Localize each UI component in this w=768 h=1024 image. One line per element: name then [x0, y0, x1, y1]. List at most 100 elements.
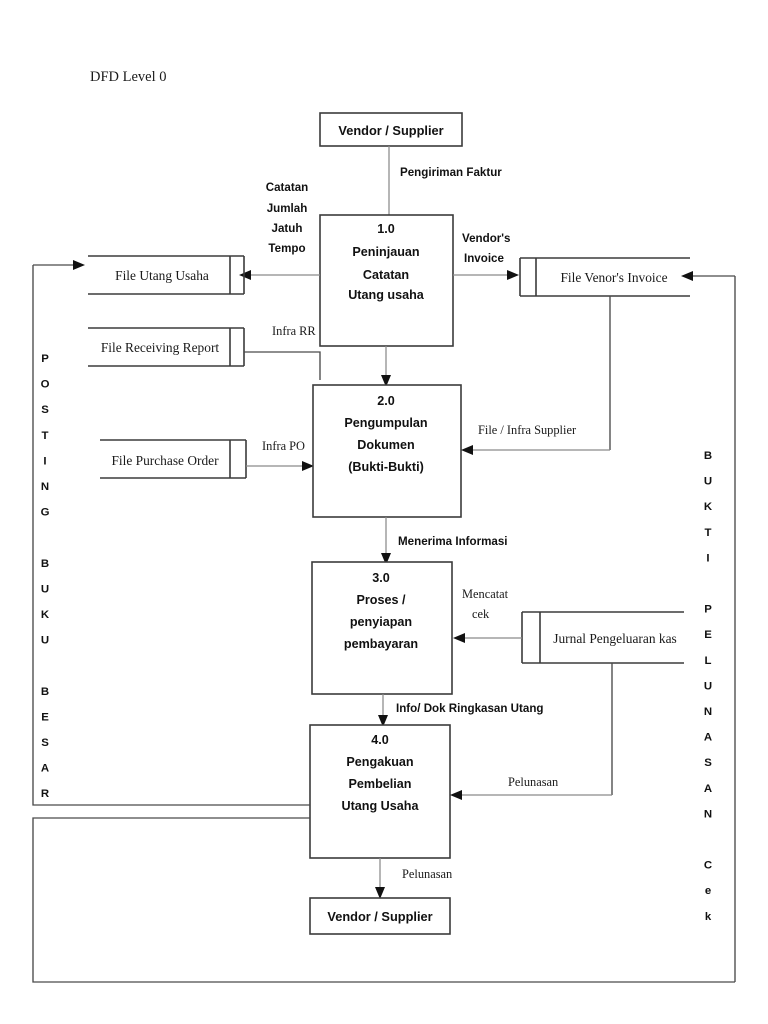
- flow-pelunasan-right-arrow: [450, 790, 462, 800]
- posting-buku-besar-char-2: S: [41, 404, 49, 416]
- bukti-pelunasan-cek-char-0: B: [704, 450, 712, 462]
- bukti-pelunasan-cek-char-13: A: [704, 783, 712, 795]
- posting-buku-besar-char-13: B: [41, 686, 49, 698]
- process-2-number: 2.0: [377, 394, 395, 408]
- bukti-pelunasan-cek-char-18: k: [705, 911, 712, 923]
- process-3-line-3: penyiapan: [350, 615, 412, 629]
- posting-buku-besar-char-9: U: [41, 583, 49, 595]
- posting-buku-besar-char-17: R: [41, 788, 49, 800]
- store-venors-invoice-label: File Venor's Invoice: [560, 270, 667, 285]
- store-purchase-order-label: File Purchase Order: [111, 453, 219, 468]
- flow-label-infra-rr: Infra RR: [272, 324, 316, 338]
- process-3-box: [311, 561, 453, 695]
- bukti-pelunasan-cek-char-16: C: [704, 860, 712, 872]
- flow-file-infra-supplier-arrow: [461, 445, 473, 455]
- process-3-line-2: Proses /: [356, 593, 406, 607]
- process-4-line-2: Pengakuan: [346, 755, 413, 769]
- flow-label-file-infra-supplier: File / Infra Supplier: [478, 423, 577, 437]
- loop-bottom-line: [32, 817, 735, 983]
- flow-label-menerima-informasi: Menerima Informasi: [398, 535, 508, 548]
- process-3-number: 3.0: [372, 571, 390, 585]
- flow-infra-rr-line: [244, 351, 321, 380]
- loop-right-bukti-arrow: [681, 271, 693, 281]
- process-1-box: [319, 214, 454, 347]
- bukti-pelunasan-cek-char-2: K: [704, 501, 713, 513]
- vertical-label-posting-buku-besar: P O S T I N G B U K U B E S A R: [41, 353, 50, 800]
- bukti-pelunasan-cek-char-1: U: [704, 476, 712, 488]
- posting-buku-besar-char-3: T: [42, 430, 49, 442]
- bukti-pelunasan-cek-char-12: S: [704, 757, 712, 769]
- process-4-line-4: Utang Usaha: [342, 799, 420, 813]
- posting-buku-besar-char-16: A: [41, 763, 49, 775]
- posting-buku-besar-char-10: K: [41, 609, 50, 621]
- store-jurnal-label: Jurnal Pengeluaran kas: [553, 631, 676, 646]
- process-2-line-3: Dokumen: [357, 438, 414, 452]
- bukti-pelunasan-cek-char-14: N: [704, 808, 712, 820]
- bukti-pelunasan-cek-char-3: T: [705, 527, 712, 539]
- bukti-pelunasan-cek-char-9: U: [704, 680, 712, 692]
- store-jurnal-box: [521, 611, 684, 664]
- flow-catatan-arrow: [239, 270, 251, 280]
- posting-buku-besar-char-6: G: [41, 507, 50, 519]
- bukti-pelunasan-cek-char-7: E: [704, 629, 712, 641]
- posting-buku-besar-char-8: B: [41, 558, 49, 570]
- flow-vendors-invoice-arrow: [507, 270, 519, 280]
- bukti-pelunasan-cek-char-4: I: [706, 552, 709, 564]
- page-title: DFD Level 0: [90, 69, 167, 85]
- store-purchase-order-box: [100, 439, 247, 479]
- flow-infra-po-arrow: [302, 461, 314, 471]
- entity-vendor-top: [319, 112, 463, 147]
- bukti-pelunasan-cek-char-8: L: [705, 655, 712, 667]
- process-3-line-4: pembayaran: [344, 637, 418, 651]
- flow-label-info-dok-ringkasan-utang: Info/ Dok Ringkasan Utang: [396, 702, 544, 715]
- process-1-line-2: Peninjauan: [352, 245, 419, 259]
- flow-p1-to-p2-arrow: [381, 375, 391, 387]
- process-4-number: 4.0: [371, 733, 389, 747]
- flow-label-pelunasan-bottom: Pelunasan: [402, 867, 452, 881]
- process-1-line-4: Utang usaha: [348, 288, 425, 302]
- flow-pelunasan-bottom-arrow: [375, 887, 385, 899]
- flow-label-pengiriman-faktur: Pengiriman Faktur: [400, 166, 502, 179]
- flow-label-infra-po: Infra PO: [262, 439, 305, 453]
- flow-label-pelunasan-right: Pelunasan: [508, 775, 558, 789]
- posting-buku-besar-char-14: E: [41, 711, 49, 723]
- posting-buku-besar-char-1: O: [41, 379, 50, 391]
- posting-buku-besar-char-5: N: [41, 481, 49, 493]
- process-4-line-3: Pembelian: [349, 777, 412, 791]
- process-1-number: 1.0: [377, 222, 395, 236]
- process-4-box: [309, 724, 451, 859]
- store-utang-usaha-box: [88, 255, 245, 295]
- entity-vendor-bottom: [309, 897, 451, 935]
- flow-label-catatan: Catatan: [266, 181, 309, 194]
- entity-vendor-top-label: Vendor / Supplier: [338, 123, 443, 138]
- process-1-line-3: Catatan: [363, 268, 409, 282]
- process-2-line-4: (Bukti-Bukti): [348, 460, 424, 474]
- loop-left-posting-line: [32, 265, 310, 806]
- entity-vendor-bottom-label: Vendor / Supplier: [327, 909, 432, 924]
- flow-label-jumlah: Jumlah: [267, 202, 308, 215]
- flow-mencatat-cek-arrow: [453, 633, 465, 643]
- bukti-pelunasan-cek-char-6: P: [704, 604, 712, 616]
- posting-buku-besar-char-4: I: [43, 455, 46, 467]
- store-receiving-report-label: File Receiving Report: [101, 340, 220, 355]
- flow-label-vendors: Vendor's: [462, 232, 511, 245]
- flow-menerima-informasi-arrow: [381, 553, 391, 565]
- flow-info-dok-arrow: [378, 715, 388, 727]
- posting-buku-besar-char-0: P: [41, 353, 49, 365]
- store-venors-invoice-box: [519, 257, 690, 297]
- process-2-line-2: Pengumpulan: [344, 416, 427, 430]
- process-2-box: [312, 384, 462, 518]
- posting-buku-besar-char-11: U: [41, 635, 49, 647]
- store-receiving-report-box: [88, 327, 245, 367]
- posting-buku-besar-char-15: S: [41, 737, 49, 749]
- flow-label-cek: cek: [472, 607, 490, 621]
- flow-label-tempo: Tempo: [268, 242, 305, 255]
- loop-left-posting-arrow: [73, 260, 85, 270]
- flow-label-mencatat: Mencatat: [462, 587, 509, 601]
- flow-label-invoice: Invoice: [464, 252, 505, 265]
- flow-label-jatuh: Jatuh: [272, 222, 303, 235]
- bukti-pelunasan-cek-char-10: N: [704, 706, 712, 718]
- bukti-pelunasan-cek-char-11: A: [704, 732, 712, 744]
